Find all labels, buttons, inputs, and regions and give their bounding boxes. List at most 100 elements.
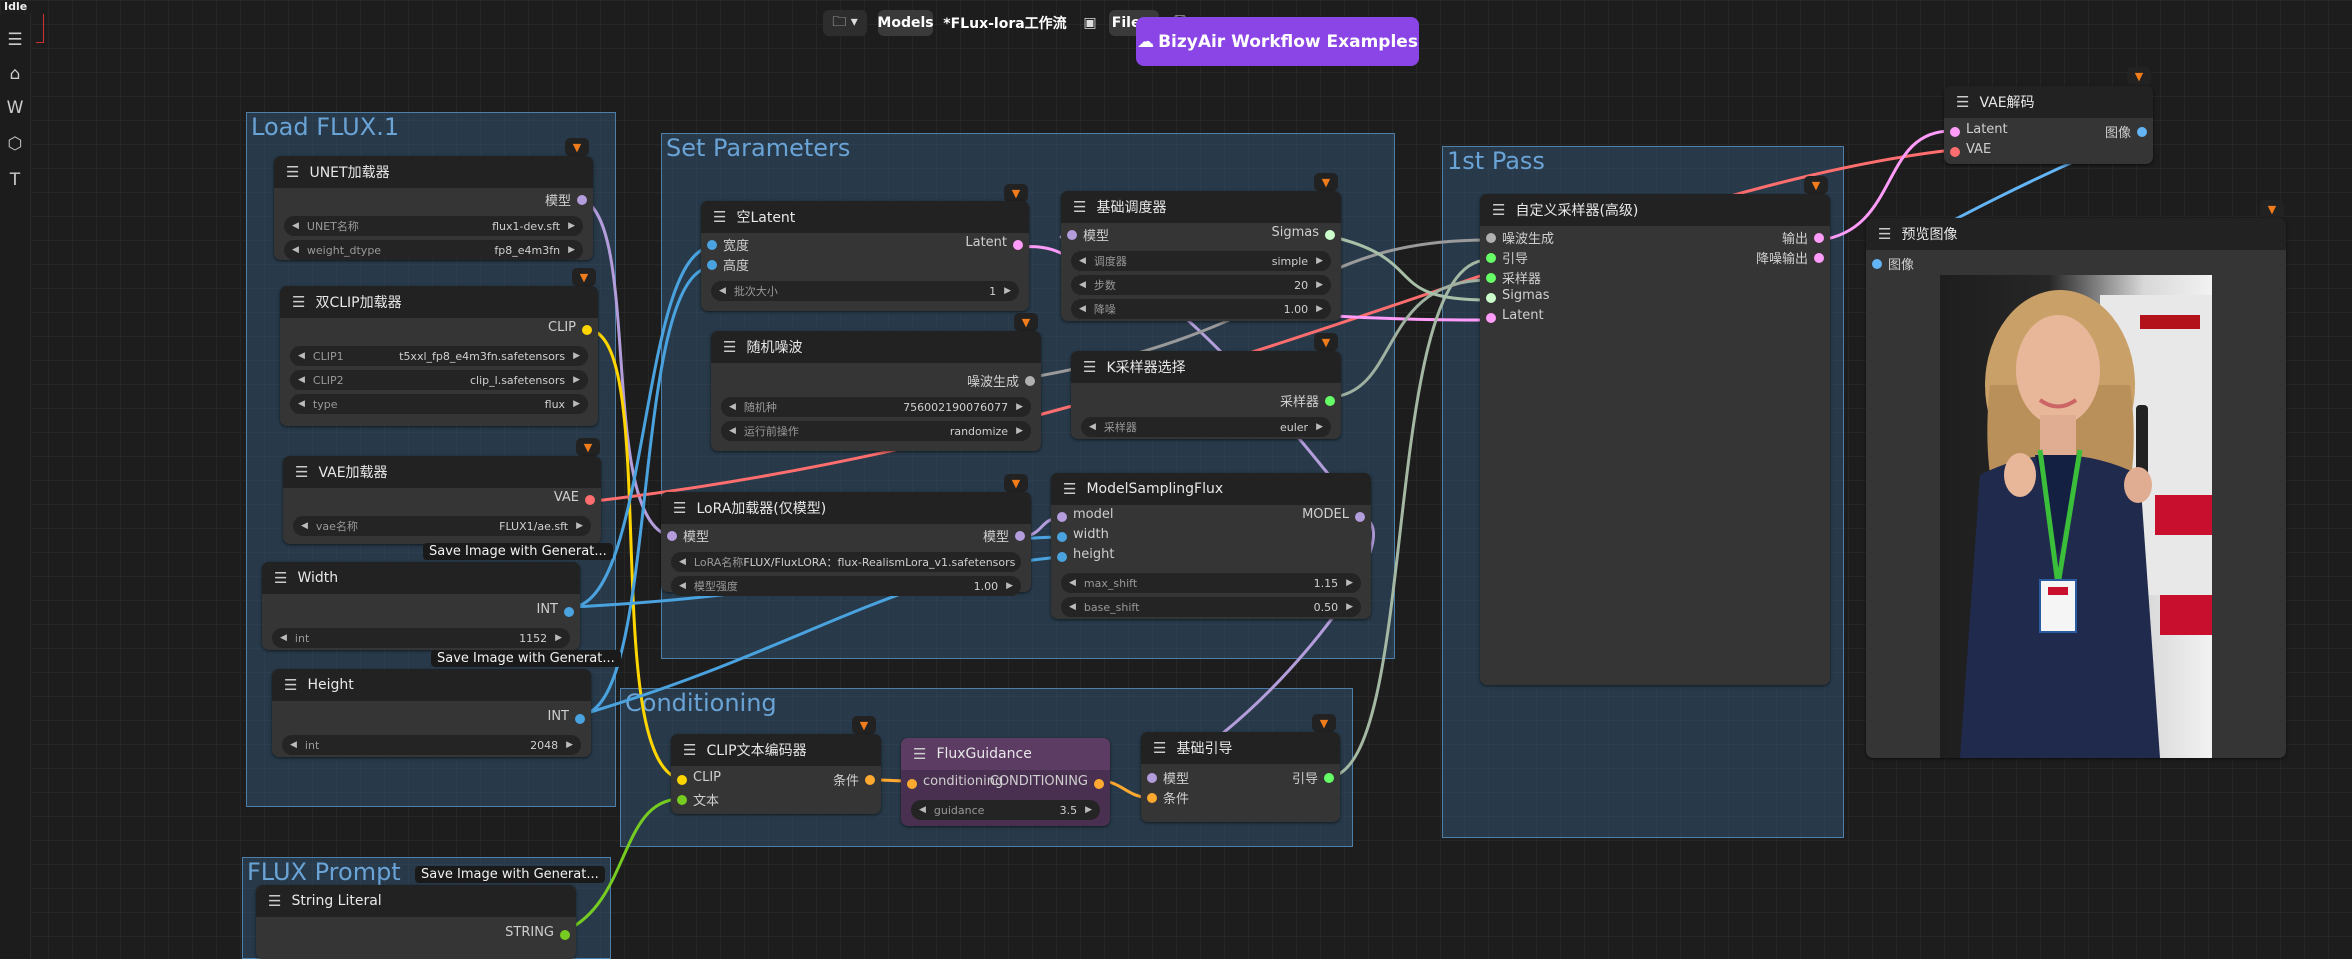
menu-icon[interactable]: ☰: [7, 30, 23, 50]
input-height[interactable]: height: [1051, 547, 1371, 567]
input-vae[interactable]: VAE: [1944, 142, 2153, 162]
input-model[interactable]: 模型 Sigmas: [1061, 225, 1341, 245]
input-model[interactable]: 模型 模型: [661, 526, 1031, 546]
node-string-literal[interactable]: ☰String Literal STRING: [256, 885, 576, 959]
menu-icon[interactable]: ☰: [1083, 358, 1097, 376]
node-clip-text-encode[interactable]: ☰CLIP文本编码器 CLIP 条件 文本: [671, 734, 881, 814]
menu-icon[interactable]: ☰: [1956, 93, 1970, 111]
node-basic-guider[interactable]: ☰基础引导 模型 引导 条件: [1141, 732, 1340, 822]
node-custom-sampler-advanced[interactable]: ☰自定义采样器(高级) 噪波生成 输出 引导 降噪输出 采样器 Sigmas L…: [1480, 194, 1830, 685]
menu-icon[interactable]: ☰: [673, 499, 687, 517]
menu-icon[interactable]: ☰: [284, 676, 298, 694]
node-model-sampling-flux[interactable]: ☰ModelSamplingFlux model MODEL width hei…: [1051, 473, 1371, 619]
output-vae[interactable]: VAE: [283, 490, 601, 510]
menu-icon[interactable]: ☰: [295, 463, 309, 481]
menu-icon[interactable]: ☰: [1492, 201, 1506, 219]
cube-icon[interactable]: ⬡: [7, 134, 23, 154]
menu-icon[interactable]: ☰: [286, 163, 300, 181]
input-sampler[interactable]: 采样器: [1480, 268, 1830, 288]
text-icon[interactable]: T: [9, 170, 21, 190]
input-conditioning[interactable]: 条件: [1141, 788, 1340, 808]
save-image-badge[interactable]: Save Image with Generat...: [415, 866, 605, 883]
input-conditioning[interactable]: conditioning CONDITIONING: [901, 774, 1110, 794]
home-icon[interactable]: ⌂: [9, 64, 21, 84]
menu-icon[interactable]: ☰: [1063, 480, 1077, 498]
node-title: 预览图像: [1901, 227, 1958, 243]
workflow-title: *FLux-lora工作流: [943, 16, 1067, 32]
input-text[interactable]: 文本: [671, 790, 881, 810]
input-model[interactable]: 模型 引导: [1141, 768, 1340, 788]
output-model[interactable]: 模型: [274, 190, 593, 210]
menu-icon[interactable]: ☰: [292, 293, 306, 311]
menu-icon[interactable]: ☰: [1073, 198, 1087, 216]
input-guider[interactable]: 引导 降噪输出: [1480, 248, 1830, 268]
input-model[interactable]: model MODEL: [1051, 507, 1371, 527]
menu-icon[interactable]: ☰: [683, 741, 697, 759]
widget-label: int: [304, 738, 320, 752]
input-image[interactable]: 图像: [1866, 254, 2286, 274]
models-button[interactable]: Models: [877, 10, 934, 36]
image-icon[interactable]: ▣: [1083, 15, 1097, 31]
menu-icon[interactable]: ☰: [723, 338, 737, 356]
menu-icon[interactable]: ☰: [1878, 225, 1892, 243]
menu-icon[interactable]: ☰: [274, 569, 288, 587]
node-flux-guidance[interactable]: ☰FluxGuidance conditioning CONDITIONING …: [901, 738, 1110, 826]
menu-icon[interactable]: ☰: [268, 892, 282, 910]
folder-button[interactable]: 🗀 ▾: [823, 10, 867, 36]
menu-icon[interactable]: ☰: [713, 208, 727, 226]
preview-image[interactable]: [1940, 275, 2212, 758]
slot-label: 采样器: [1502, 272, 1542, 287]
save-image-badge[interactable]: Save Image with Generat...: [423, 543, 613, 560]
output-noise[interactable]: 噪波生成: [711, 371, 1041, 391]
input-width[interactable]: width: [1051, 527, 1371, 547]
input-latent[interactable]: Latent 图像: [1944, 122, 2153, 142]
input-width[interactable]: 宽度 Latent: [701, 235, 1029, 255]
output-string[interactable]: STRING: [256, 925, 576, 945]
input-clip[interactable]: CLIP 条件: [671, 770, 881, 790]
input-latent[interactable]: Latent: [1480, 308, 1830, 328]
output-int[interactable]: INT: [262, 602, 580, 622]
menu-icon[interactable]: ☰: [913, 745, 927, 763]
save-image-badge[interactable]: Save Image with Generat...: [431, 650, 621, 667]
menu-icon[interactable]: ☰: [1153, 739, 1167, 757]
workflow-icon[interactable]: W: [6, 98, 24, 118]
input-height[interactable]: 高度: [701, 255, 1029, 275]
input-noise[interactable]: 噪波生成 输出: [1480, 228, 1830, 248]
output-sampler[interactable]: 采样器: [1071, 391, 1341, 411]
node-vae-decode[interactable]: ☰VAE解码 Latent 图像 VAE: [1944, 86, 2153, 164]
output-clip[interactable]: CLIP: [280, 320, 598, 340]
input-sigmas[interactable]: Sigmas: [1480, 288, 1830, 308]
output-int[interactable]: INT: [272, 709, 591, 729]
bizyair-button[interactable]: ☁ BizyAir Workflow Examples: [1136, 17, 1419, 66]
